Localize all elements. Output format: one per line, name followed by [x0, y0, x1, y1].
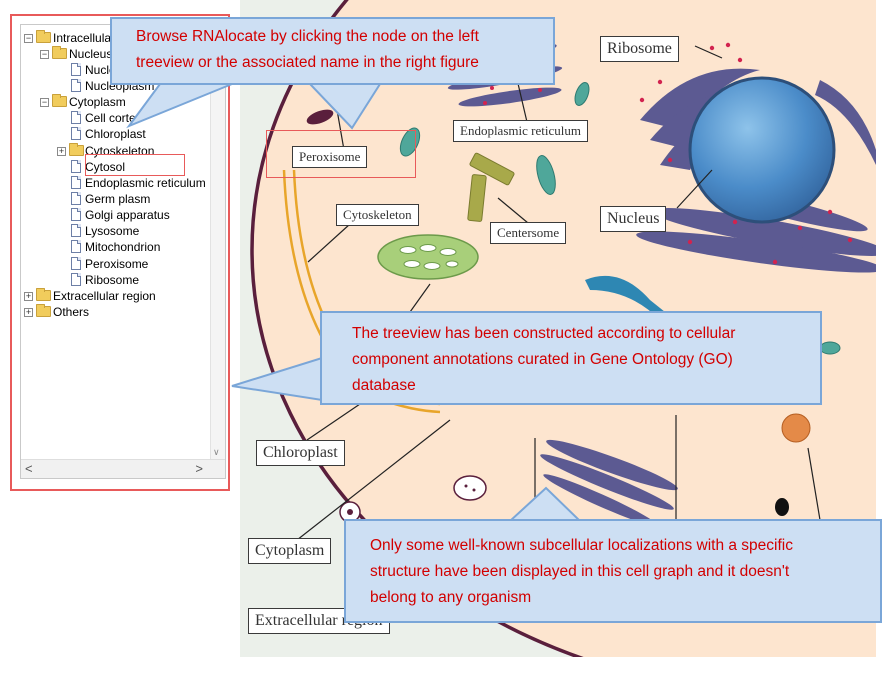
- treeview-scroll-area[interactable]: − Intracellular region − Nucleus Nucleol…: [20, 24, 226, 479]
- expand-toggle-icon[interactable]: +: [24, 291, 33, 301]
- chloroplast-shape[interactable]: [377, 234, 479, 280]
- vertical-scrollbar[interactable]: ∨: [210, 25, 225, 461]
- ribosome-dots-nucleus: [639, 42, 853, 265]
- folder-icon: [52, 94, 67, 107]
- selected-node-highlight: [85, 154, 185, 176]
- tree-node-label[interactable]: Ribosome: [85, 273, 140, 287]
- document-icon: [71, 192, 81, 205]
- label-peroxisome[interactable]: Peroxisome: [292, 146, 368, 168]
- tree-node-label[interactable]: Golgi apparatus: [85, 208, 170, 222]
- treeview-info-callout: The treeview has been constructed accord…: [320, 311, 822, 405]
- collapse-toggle-icon[interactable]: −: [24, 33, 33, 43]
- tree-node-label[interactable]: Chloroplast: [85, 127, 146, 141]
- label-cytoplasm[interactable]: Cytoplasm: [248, 538, 332, 564]
- folder-icon: [36, 288, 51, 301]
- document-icon: [71, 160, 81, 173]
- germ-plasm-shape[interactable]: [339, 475, 487, 523]
- label-centersome[interactable]: Centersome: [490, 222, 567, 244]
- expand-toggle-icon[interactable]: +: [24, 307, 33, 317]
- label-ribosome[interactable]: Ribosome: [600, 36, 679, 62]
- organism-disclaimer-callout: Only some well-known subcellular localiz…: [344, 519, 882, 623]
- document-icon: [71, 111, 81, 124]
- callout-line: structure have been displayed in this ce…: [370, 563, 790, 580]
- folder-icon: [69, 143, 84, 156]
- centrosome-shape[interactable]: [467, 152, 515, 222]
- document-icon: [71, 63, 81, 76]
- document-icon: [71, 273, 81, 286]
- scroll-left-icon[interactable]: <: [25, 461, 33, 476]
- collapse-toggle-icon[interactable]: −: [40, 97, 49, 107]
- label-endoplasmic-reticulum[interactable]: Endoplasmic reticulum: [453, 120, 588, 142]
- callout-line: The treeview has been constructed accord…: [352, 325, 736, 342]
- callout-line: Only some well-known subcellular localiz…: [370, 537, 793, 554]
- label-cytoskeleton[interactable]: Cytoskeleton: [336, 204, 419, 226]
- peroxisome-highlight-box: [266, 130, 416, 178]
- tree-node-label[interactable]: Nucleus: [69, 47, 113, 61]
- tree-node-label[interactable]: Mitochondrion: [85, 240, 161, 254]
- tree-node-label[interactable]: Cytoplasm: [69, 95, 126, 109]
- document-icon: [71, 176, 81, 189]
- expand-toggle-icon[interactable]: +: [57, 146, 66, 156]
- tree-node-label[interactable]: Cell cortex: [85, 111, 142, 125]
- tree-node-label[interactable]: Germ plasm: [85, 192, 151, 206]
- callout-line: belong to any organism: [370, 589, 532, 606]
- scroll-down-icon[interactable]: ∨: [213, 447, 220, 457]
- mitochondria-shapes[interactable]: [396, 81, 841, 355]
- tree-node-label[interactable]: Others: [53, 305, 90, 319]
- folder-icon: [36, 304, 51, 317]
- folder-icon: [36, 30, 51, 43]
- document-icon: [71, 208, 81, 221]
- nucleus-shape[interactable]: [688, 76, 836, 224]
- callout-line: Browse RNAlocate by clicking the node on…: [136, 28, 479, 45]
- document-icon: [71, 240, 81, 253]
- lysosome-shape[interactable]: [781, 413, 811, 443]
- callout-line: component annotations curated in Gene On…: [352, 351, 733, 368]
- horizontal-scrollbar[interactable]: < >: [21, 459, 225, 478]
- document-icon: [71, 257, 81, 270]
- treeview-panel: − Intracellular region − Nucleus Nucleol…: [10, 14, 230, 491]
- callout-line: database: [352, 377, 416, 394]
- scroll-right-icon[interactable]: >: [195, 461, 203, 476]
- document-icon: [71, 127, 81, 140]
- vesicle-dark-shape[interactable]: [775, 498, 789, 516]
- label-nucleus[interactable]: Nucleus: [600, 206, 667, 232]
- document-icon: [71, 79, 81, 92]
- tree-node-label[interactable]: Lysosome: [85, 224, 140, 238]
- collapse-toggle-icon[interactable]: −: [40, 49, 49, 59]
- callout-line: treeview or the associated name in the r…: [136, 54, 479, 71]
- tree-node-label[interactable]: Peroxisome: [85, 257, 149, 271]
- tree-node-label[interactable]: Cytosol: [85, 160, 126, 174]
- tree-node-label[interactable]: Extracellular region: [53, 289, 156, 303]
- tree-node-label[interactable]: Endoplasmic reticulum: [85, 176, 206, 190]
- document-icon: [71, 224, 81, 237]
- label-chloroplast[interactable]: Chloroplast: [256, 440, 345, 466]
- folder-icon: [52, 46, 67, 59]
- browse-instructions-callout: Browse RNAlocate by clicking the node on…: [110, 17, 555, 85]
